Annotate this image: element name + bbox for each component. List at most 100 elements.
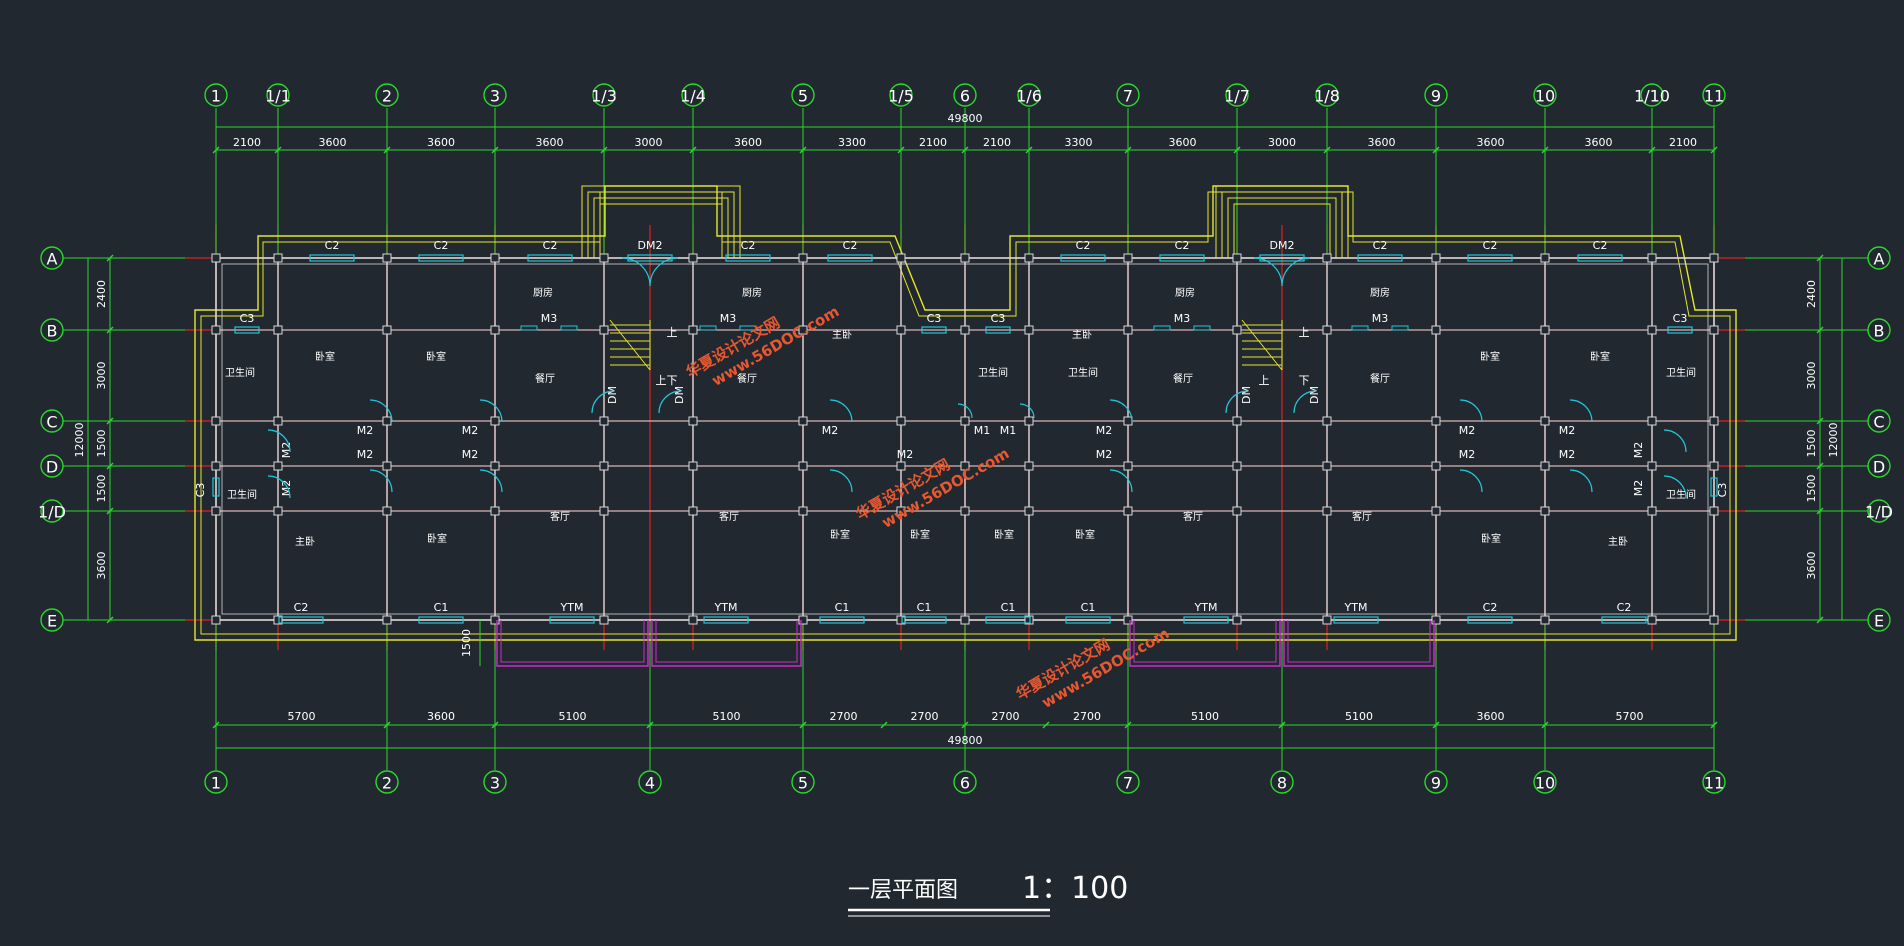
dimension-value: 5100: [559, 710, 587, 723]
door-swing: [829, 399, 853, 423]
structural-column: [273, 615, 283, 625]
axis-label: 9: [1431, 774, 1441, 793]
window-label: C2: [1076, 239, 1091, 252]
window-b: [985, 326, 1011, 334]
structural-column: [1540, 253, 1550, 263]
axis-bubble: [40, 318, 64, 342]
window-label: YTM: [1194, 601, 1218, 614]
dimension-value: 1500: [1805, 430, 1818, 458]
room-label: 厨房: [533, 286, 553, 299]
structural-column: [1123, 253, 1133, 263]
axis-label: 9: [1431, 87, 1441, 106]
balcony: [1129, 620, 1281, 667]
window-bottom: [1183, 616, 1229, 624]
structural-column: [1709, 461, 1719, 471]
structural-column: [1431, 615, 1441, 625]
structural-column: [896, 506, 906, 516]
axis-label: E: [1874, 612, 1884, 631]
dimension-tick: [212, 721, 220, 729]
axis-bubble: [1867, 246, 1891, 270]
room-label: 主卧: [295, 535, 315, 548]
door-leaf: [1351, 325, 1369, 331]
door-label: M2: [1632, 480, 1645, 497]
window-top: [1357, 254, 1403, 262]
dimension-total: 49800: [948, 734, 983, 747]
structural-column: [599, 253, 609, 263]
dimension-value: 2100: [983, 136, 1011, 149]
axis-label: 7: [1123, 774, 1133, 793]
axis-bubble: [1116, 770, 1140, 794]
window-label: C2: [325, 239, 340, 252]
door-leaf: [1391, 325, 1409, 331]
stair-slope: [1241, 319, 1283, 371]
entrance-step: [587, 191, 735, 258]
structural-column: [1322, 325, 1332, 335]
drawing-scale: 1：100: [1022, 871, 1128, 906]
dimension-value: 2100: [233, 136, 261, 149]
dimension-value: 5700: [288, 710, 316, 723]
axis-bubble: [1533, 83, 1557, 107]
room-label: 客厅: [1352, 510, 1372, 523]
dimension-value: 1500: [1805, 475, 1818, 503]
structural-column: [1540, 325, 1550, 335]
door-swing: [369, 469, 393, 493]
structural-column: [1232, 506, 1242, 516]
window-top: [1467, 254, 1513, 262]
axis-bubble: [375, 83, 399, 107]
room-label: 卧室: [994, 528, 1014, 541]
dimension-tick: [1233, 146, 1241, 154]
dimension-total: 49800: [948, 112, 983, 125]
axis-label: 1/10: [1634, 87, 1670, 106]
axis-label: B: [47, 322, 58, 341]
door-swing: [1459, 469, 1483, 493]
structural-column: [798, 461, 808, 471]
axis-label: D: [1873, 458, 1885, 477]
dimension-tick: [1816, 326, 1824, 334]
structural-column: [273, 416, 283, 426]
structural-column: [490, 416, 500, 426]
room-label: 卧室: [1481, 532, 1501, 545]
window-label: C2: [1175, 239, 1190, 252]
axis-label: 1/D: [1865, 503, 1893, 522]
axis-bubble: [1702, 83, 1726, 107]
axis-label: 2: [382, 87, 392, 106]
structural-column: [382, 461, 392, 471]
dimension-tick: [1816, 462, 1824, 470]
dimension-value: 3600: [536, 136, 564, 149]
structural-column: [1709, 416, 1719, 426]
door-label: M2: [462, 424, 479, 437]
structural-column: [798, 506, 808, 516]
room-label: 卫生间: [1068, 366, 1098, 379]
structural-column: [599, 615, 609, 625]
dimension-tick: [799, 721, 807, 729]
structural-column: [798, 416, 808, 426]
axis-label: D: [46, 458, 58, 477]
structural-column: [382, 325, 392, 335]
door-leaf: [699, 325, 717, 331]
structural-column: [1647, 615, 1657, 625]
structural-column: [382, 416, 392, 426]
structural-column: [896, 615, 906, 625]
axis-bubble: [1533, 770, 1557, 794]
dimension-value: 1500: [95, 475, 108, 503]
stair-slope: [609, 319, 651, 371]
dimension-value: 3600: [734, 136, 762, 149]
door-label: M1: [974, 424, 991, 437]
door-label: M3: [1372, 312, 1389, 325]
structural-column: [1431, 506, 1441, 516]
dimension-tick: [383, 146, 391, 154]
structural-column: [490, 253, 500, 263]
room-label: 卫生间: [1666, 488, 1696, 501]
axis-bubble: [638, 770, 662, 794]
structural-column: [896, 416, 906, 426]
window-label: C2: [843, 239, 858, 252]
axis-label: E: [47, 612, 57, 631]
door-swing: [1569, 399, 1593, 423]
door-swing: [1109, 469, 1133, 493]
dimension-tick: [274, 146, 282, 154]
axis-label: A: [1874, 250, 1885, 269]
structural-column: [798, 325, 808, 335]
structural-column: [211, 461, 221, 471]
entrance-door-swing: [1281, 257, 1311, 287]
stair-label: 上: [667, 326, 678, 339]
